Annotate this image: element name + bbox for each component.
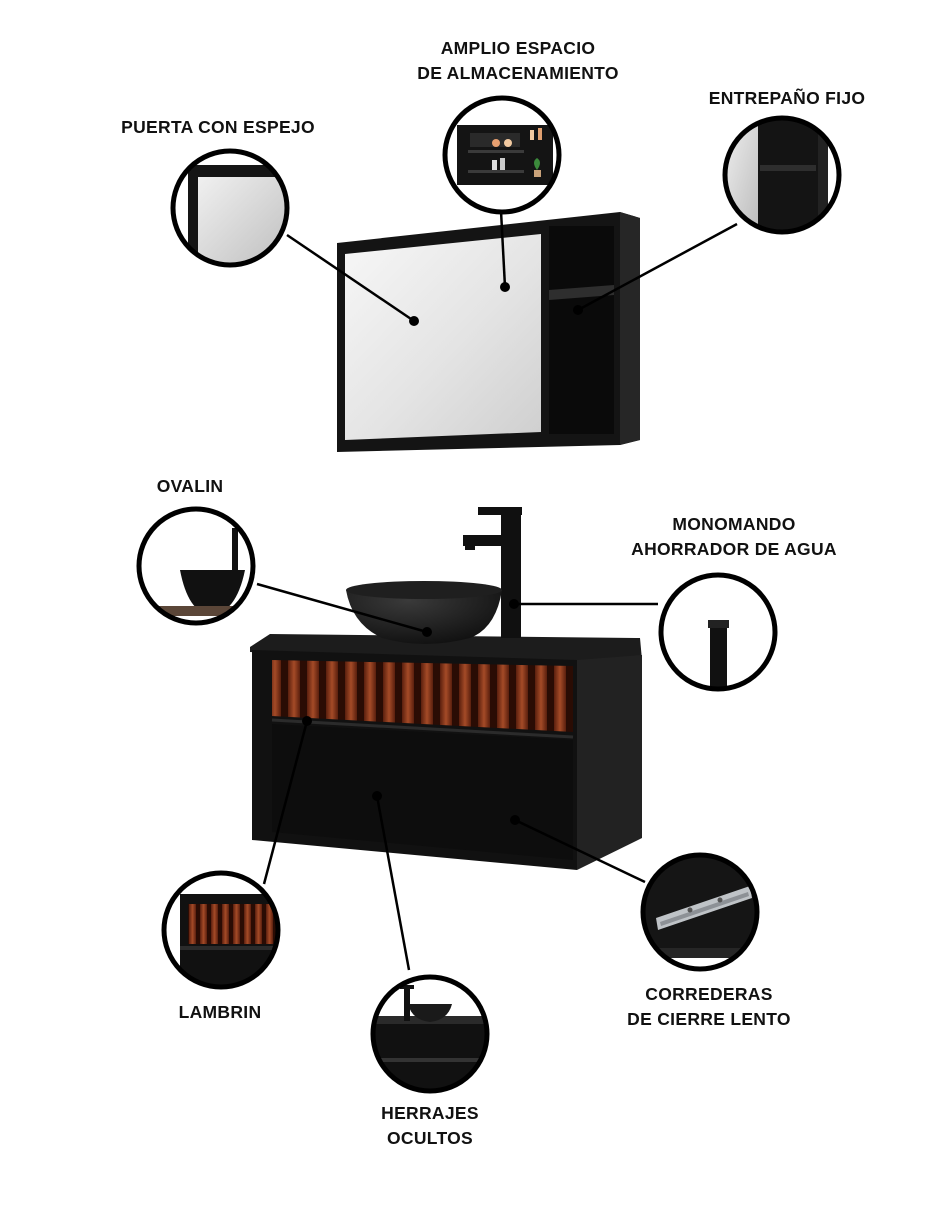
vanity-side	[577, 655, 642, 870]
label-entrepano-fijo: ENTREPAÑO FIJO	[708, 88, 866, 108]
label-correderas: CORREDERAS DE CIERRE LENTO	[627, 984, 791, 1029]
label-monomando: MONOMANDO AHORRADOR DE AGUA	[631, 514, 837, 559]
label-herrajes-ocultos: HERRAJES OCULTOS	[381, 1103, 479, 1148]
lambrin-panel	[272, 660, 573, 732]
drawer-front	[272, 724, 573, 860]
label-puerta-con-espejo: PUERTA CON ESPEJO	[121, 117, 315, 137]
detail-circle-entrepano	[722, 115, 842, 235]
mirror-cabinet-side	[620, 212, 640, 445]
detail-circle-herrajes	[370, 974, 490, 1094]
leader-dots	[302, 282, 583, 825]
fixed-shelf	[549, 285, 614, 300]
label-lambrin: LAMBRIN	[178, 1002, 262, 1022]
detail-circle-lambrin	[161, 870, 281, 990]
vanity-cabinet	[250, 507, 642, 870]
vessel-sink	[346, 581, 502, 644]
detail-circle-monomando	[658, 572, 778, 692]
mirror-door	[345, 234, 541, 440]
mirror-cabinet	[337, 212, 640, 452]
drawer-top-edge	[271, 718, 574, 739]
detail-circle-almacenamiento	[442, 95, 562, 215]
label-amplio-espacio: AMPLIO ESPACIO DE ALMACENAMIENTO	[417, 38, 619, 83]
open-shelf-space	[549, 226, 614, 434]
detail-circle-puerta	[170, 148, 290, 268]
leader-lines	[256, 210, 738, 971]
detail-circle-correderas	[640, 852, 760, 972]
detail-circle-ovalin	[136, 506, 256, 626]
vanity-top	[250, 634, 642, 665]
label-ovalin: OVALIN	[156, 476, 224, 496]
